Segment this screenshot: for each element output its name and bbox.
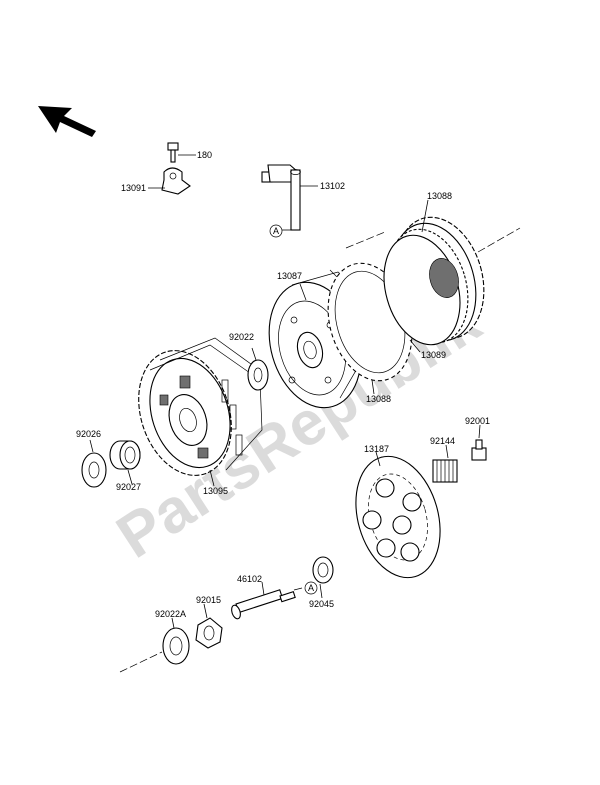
label-92144: 92144 xyxy=(430,436,455,446)
label-13095: 13095 xyxy=(203,486,228,496)
label-13091: 13091 xyxy=(121,183,146,193)
bracket-13091 xyxy=(161,167,191,195)
label-ref-a-bottom: A xyxy=(308,583,314,593)
label-92045: 92045 xyxy=(309,599,334,609)
label-92026: 92026 xyxy=(76,429,101,439)
push-rod-46102 xyxy=(231,589,296,620)
bolt-180 xyxy=(167,142,179,163)
pressure-plate-13187 xyxy=(355,455,441,579)
spring-92144 xyxy=(432,459,458,483)
label-92022a: 92022A xyxy=(155,609,186,619)
push-shaft-13102 xyxy=(261,164,301,231)
label-92001: 92001 xyxy=(465,416,490,426)
washer-92026 xyxy=(81,452,107,488)
washer-92022 xyxy=(247,359,269,391)
washer-92022a xyxy=(162,627,190,665)
nut-92015 xyxy=(195,617,223,649)
label-ref-a-top: A xyxy=(273,226,279,236)
label-92022: 92022 xyxy=(229,332,254,342)
label-13089: 13089 xyxy=(421,350,446,360)
label-46102: 46102 xyxy=(237,574,262,584)
label-13102: 13102 xyxy=(320,181,345,191)
label-92015: 92015 xyxy=(196,595,221,605)
clutch-housing-13095 xyxy=(138,337,263,476)
label-92027: 92027 xyxy=(116,482,141,492)
bearing-92045 xyxy=(312,556,334,584)
clutch-plate-stack-13089 xyxy=(383,216,485,346)
direction-arrow-icon xyxy=(38,106,96,137)
label-180: 180 xyxy=(197,150,212,160)
bolt-92001 xyxy=(471,439,487,461)
label-13187: 13187 xyxy=(364,444,389,454)
label-13088-top: 13088 xyxy=(427,191,452,201)
label-13088-mid: 13088 xyxy=(366,394,391,404)
reference-a-bottom xyxy=(304,581,318,595)
collar-92027 xyxy=(109,440,141,470)
label-13087: 13087 xyxy=(277,271,302,281)
reference-a-top xyxy=(269,224,283,238)
